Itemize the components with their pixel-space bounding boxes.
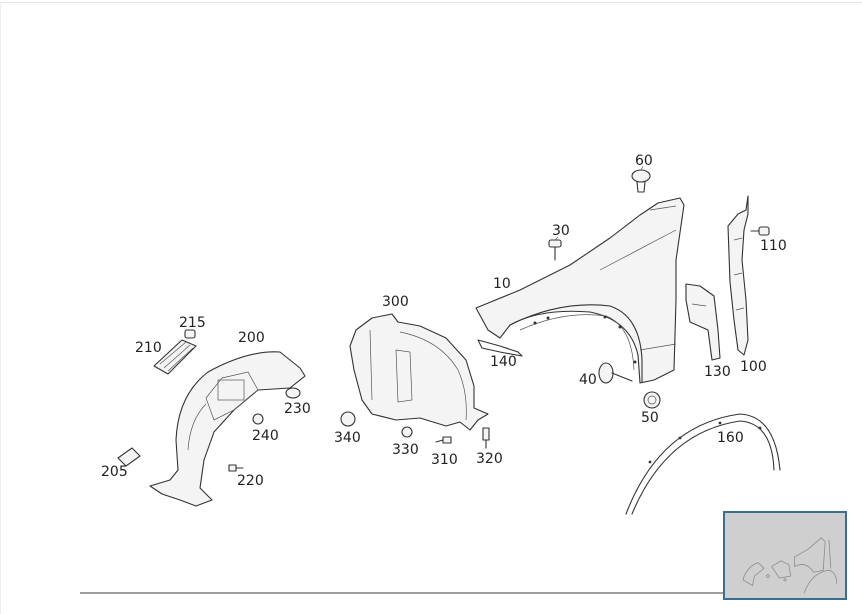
clip-230 (285, 387, 301, 399)
label-240: 240 (252, 428, 279, 444)
panel-130 (685, 283, 721, 361)
label-130: 130 (704, 364, 731, 380)
diagram-thumbnail[interactable] (723, 511, 847, 600)
clip-205 (117, 447, 141, 467)
grille-210 (153, 339, 197, 375)
fender-part (475, 197, 685, 384)
liner-200 (149, 351, 306, 507)
label-215: 215 (179, 315, 206, 331)
frame-left-line (0, 2, 1, 614)
nut-240 (252, 413, 264, 425)
nut-50 (643, 391, 661, 409)
label-30: 30 (552, 223, 570, 239)
label-205: 205 (101, 464, 128, 480)
label-10: 10 (493, 276, 511, 292)
bolt-30 (548, 236, 562, 261)
label-160: 160 (717, 430, 744, 446)
label-210: 210 (135, 340, 162, 356)
clip-320 (482, 427, 490, 449)
label-220: 220 (237, 473, 264, 489)
label-140: 140 (490, 354, 517, 370)
clip-215 (184, 329, 196, 339)
clip-60 (631, 165, 651, 193)
screw-310 (435, 436, 452, 444)
label-60: 60 (635, 153, 653, 169)
label-310: 310 (431, 452, 458, 468)
thumbnail-preview-icon (742, 537, 837, 594)
label-50: 50 (641, 410, 659, 426)
bracket-100 (727, 195, 749, 356)
label-330: 330 (392, 442, 419, 458)
fastener-340 (340, 411, 356, 427)
screw-110 (750, 226, 770, 236)
screw-220 (228, 464, 244, 472)
frame-top-line (0, 2, 862, 3)
fastener-330 (401, 426, 413, 438)
label-110: 110 (760, 238, 787, 254)
label-200: 200 (238, 330, 265, 346)
bolt-40 (598, 362, 633, 384)
label-320: 320 (476, 451, 503, 467)
liner-300 (349, 313, 489, 431)
arch-trim-160 (625, 413, 781, 515)
label-300: 300 (382, 294, 409, 310)
label-40: 40 (579, 372, 597, 388)
bracket-140 (477, 339, 523, 357)
label-340: 340 (334, 430, 361, 446)
label-100: 100 (740, 359, 767, 375)
label-230: 230 (284, 401, 311, 417)
